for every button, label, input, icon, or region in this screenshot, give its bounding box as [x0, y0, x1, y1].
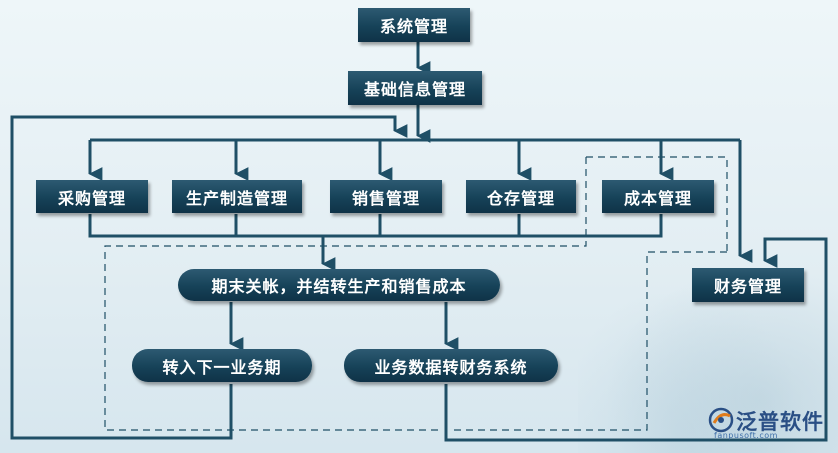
logo-mark-icon: [708, 407, 734, 433]
node-cost-management[interactable]: 成本管理: [602, 180, 714, 213]
node-basic-info-management[interactable]: 基础信息管理: [348, 71, 482, 105]
node-transfer-to-finance[interactable]: 业务数据转财务系统: [344, 349, 558, 382]
logo-url: fanpusoft.com: [714, 431, 778, 440]
node-next-period[interactable]: 转入下一业务期: [132, 349, 312, 382]
dashed-region-right: [452, 251, 727, 431]
collection-bar: [88, 214, 663, 238]
collection-drops: [234, 214, 521, 236]
logo-text: 泛普软件: [736, 410, 824, 434]
dashed-region-left: [104, 157, 587, 431]
arrow-to-finance-loop: [444, 237, 828, 442]
node-system-management[interactable]: 系统管理: [358, 8, 470, 42]
dashed-cost-top: [586, 156, 728, 252]
node-period-close[interactable]: 期末关帐，并结转生产和销售成本: [178, 269, 500, 301]
node-purchase-management[interactable]: 采购管理: [36, 180, 148, 213]
loop-back-arrow: [10, 115, 408, 440]
node-production-management[interactable]: 生产制造管理: [172, 180, 302, 213]
brand-logo: 泛普软件 fanpusoft.com: [708, 404, 834, 444]
node-finance-management[interactable]: 财务管理: [692, 268, 804, 302]
node-sales-management[interactable]: 销售管理: [330, 180, 442, 213]
node-warehouse-management[interactable]: 仓存管理: [466, 180, 576, 213]
